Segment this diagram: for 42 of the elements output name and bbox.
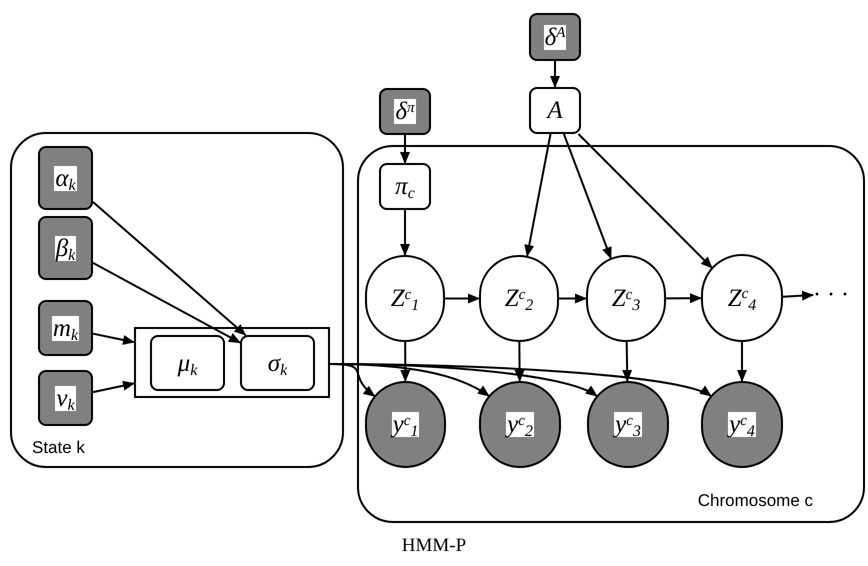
arrow bbox=[524, 134, 552, 257]
observed-parameter-box bbox=[38, 370, 93, 426]
arrow bbox=[514, 342, 525, 382]
ellipsis-text: · · · bbox=[813, 283, 849, 307]
parameter-box bbox=[240, 335, 315, 391]
arrow bbox=[782, 290, 814, 301]
observed-parameter-box bbox=[529, 13, 581, 61]
arrow bbox=[578, 133, 713, 269]
plate-box bbox=[10, 132, 344, 468]
arrow bbox=[737, 342, 747, 382]
parameter-box bbox=[150, 335, 225, 391]
arrow bbox=[400, 210, 410, 256]
plate-box bbox=[357, 145, 865, 523]
observed-parameter-box bbox=[38, 216, 93, 280]
plate-label: State k bbox=[32, 436, 85, 458]
arrow bbox=[92, 201, 246, 336]
group-box bbox=[134, 327, 330, 398]
arrow bbox=[92, 332, 135, 345]
variable-label: m$_{k}$ bbox=[52, 316, 80, 340]
variable-label: δ$^{π}$ bbox=[394, 99, 416, 124]
arrow bbox=[92, 262, 241, 344]
arrow bbox=[562, 134, 612, 260]
observed-parameter-box bbox=[379, 88, 431, 135]
arrow bbox=[622, 342, 632, 382]
arrow bbox=[92, 380, 135, 394]
arrow bbox=[445, 294, 480, 304]
parameter-box bbox=[379, 163, 431, 210]
arrow bbox=[559, 294, 587, 304]
variable-label: α$_{k}$ bbox=[54, 166, 77, 190]
observed-parameter-box bbox=[38, 300, 93, 356]
plate-label: Chromosome c bbox=[698, 490, 813, 512]
arrow bbox=[330, 363, 712, 397]
arrow bbox=[400, 342, 410, 382]
variable-label: δ$^{A}$ bbox=[544, 24, 566, 50]
parameter-box bbox=[529, 87, 581, 134]
arrow bbox=[550, 61, 560, 88]
caption: HMM-P bbox=[402, 534, 466, 558]
observed-parameter-box bbox=[38, 146, 93, 210]
variable-label: ν$_{k}$ bbox=[55, 386, 76, 410]
arrow bbox=[400, 135, 410, 164]
variable-label: β$_{k}$ bbox=[54, 236, 76, 260]
arrow bbox=[666, 293, 702, 304]
